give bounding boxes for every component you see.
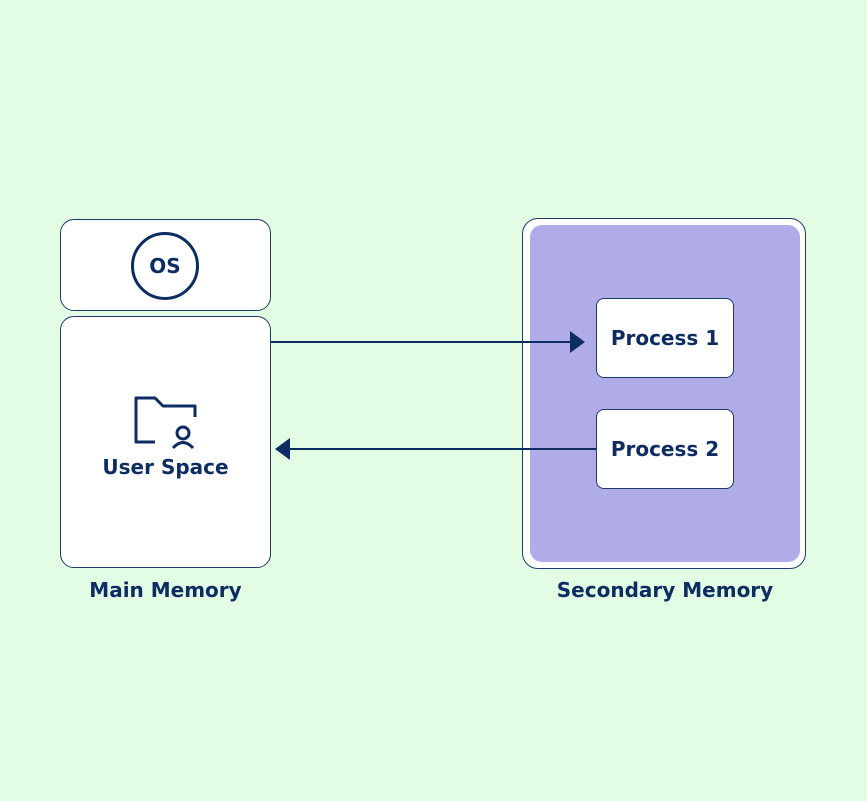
secondary-memory-fill [530, 225, 800, 562]
user-space-label: User Space [102, 455, 229, 479]
swap-out-arrow [271, 331, 585, 353]
main-memory-caption: Main Memory [89, 578, 242, 602]
secondary-memory-caption: Secondary Memory [556, 578, 774, 602]
process-1-box: Process 1 [596, 298, 734, 378]
swap-in-arrow [275, 438, 596, 460]
user-space-region [60, 316, 271, 568]
process-2-box: Process 2 [596, 409, 734, 489]
os-badge: OS [131, 232, 199, 300]
folder-user-icon [134, 396, 197, 449]
